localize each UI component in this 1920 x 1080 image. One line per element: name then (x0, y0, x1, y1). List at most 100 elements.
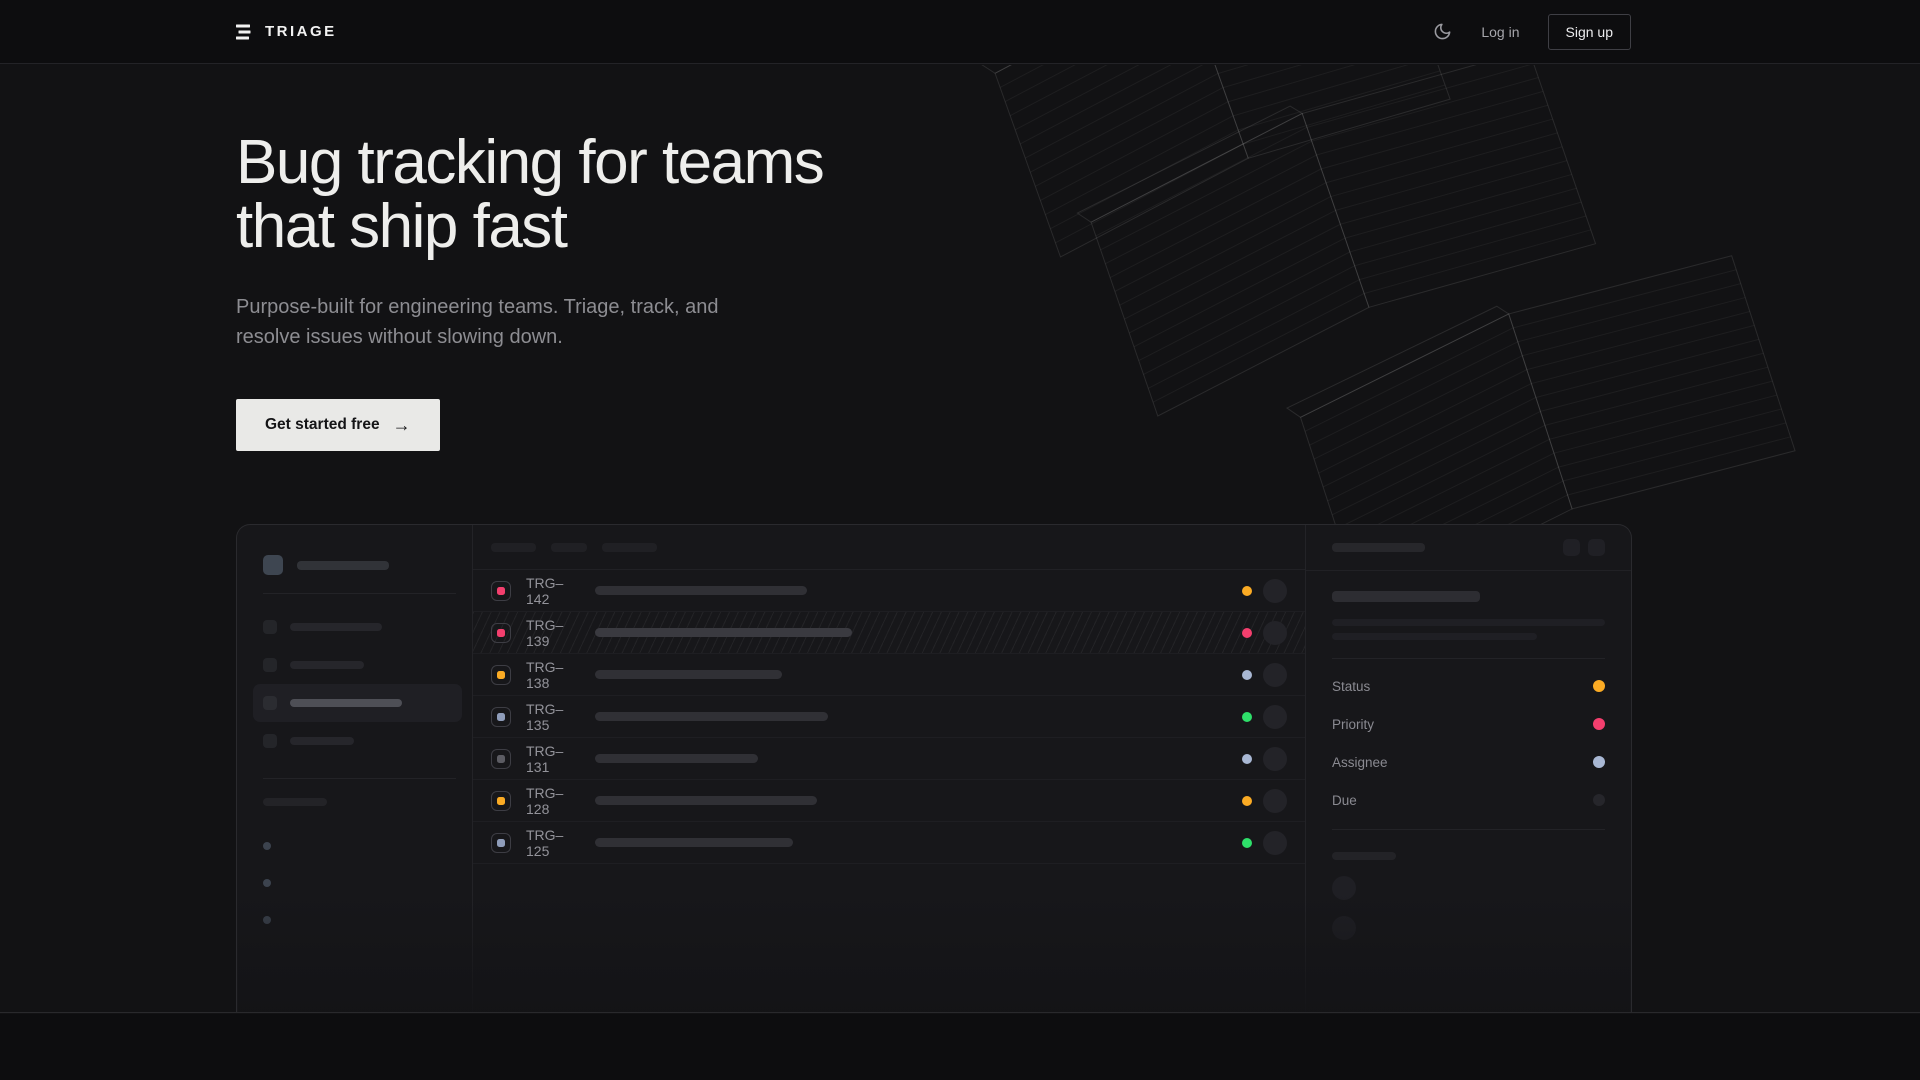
issue-id: TRG–125 (526, 827, 583, 859)
skeleton-bar (595, 628, 852, 637)
hero-subtext-line1: Purpose-built for engineering teams. Tri… (236, 296, 718, 318)
issue-type-dot (497, 755, 505, 763)
mockup-detail-panel: Status Priority Assignee Due (1306, 525, 1631, 1013)
avatar (1263, 663, 1287, 687)
workspace-avatar (263, 555, 283, 575)
detail-field-label: Priority (1332, 717, 1374, 732)
mockup-nav-item (253, 608, 462, 646)
issue-type-dot (497, 797, 505, 805)
issue-row-meta (1242, 705, 1287, 729)
skeleton-bar (595, 754, 758, 763)
issue-row: TRG–125 (473, 822, 1305, 864)
issue-row: TRG–139 (473, 612, 1305, 654)
mockup-list-header (473, 525, 1305, 570)
hero-section: Bug tracking for teams that ship fast Pu… (0, 65, 1920, 1013)
avatar (1263, 705, 1287, 729)
skeleton-bar (263, 798, 327, 806)
status-dot (1242, 754, 1252, 764)
detail-field-dot (1593, 794, 1605, 806)
detail-field-row: Priority (1332, 705, 1605, 743)
comment-avatar (1332, 876, 1356, 900)
status-dot (1242, 796, 1252, 806)
theme-toggle[interactable] (1431, 21, 1453, 43)
status-dot (1242, 586, 1252, 596)
signup-button[interactable]: Sign up (1548, 14, 1631, 50)
login-link[interactable]: Log in (1481, 24, 1519, 40)
skeleton-line (1332, 619, 1605, 626)
dot (263, 879, 271, 887)
page-title: Bug tracking for teams that ship fast (236, 131, 823, 259)
app-mockup-card: TRG–142 TRG–139 TRG–138 TRG–135 (236, 524, 1632, 1013)
divider (263, 778, 456, 779)
nav-item-icon (263, 620, 277, 634)
issue-type-icon (491, 833, 511, 853)
get-started-button[interactable]: Get started free → (236, 399, 440, 451)
top-nav: TRIAGE Log in Sign up (0, 0, 1920, 64)
mockup-issue-list-panel: TRG–142 TRG–139 TRG–138 TRG–135 (472, 525, 1306, 1013)
nav-item-icon (263, 734, 277, 748)
issue-row-meta (1242, 747, 1287, 771)
detail-field-dot (1593, 756, 1605, 768)
detail-field-dot (1593, 680, 1605, 692)
avatar (1263, 789, 1287, 813)
detail-field-row: Assignee (1332, 743, 1605, 781)
nav-container: TRIAGE Log in Sign up (236, 0, 1631, 63)
nav-item-icon (263, 696, 277, 710)
issue-type-icon (491, 623, 511, 643)
skeleton-bar (290, 661, 364, 669)
comment-avatar (1332, 916, 1356, 940)
skeleton-bar (290, 623, 382, 631)
nav-item-icon (263, 658, 277, 672)
mockup-nav-item-active (253, 684, 462, 722)
get-started-label: Get started free (265, 416, 380, 434)
issue-type-dot (497, 713, 505, 721)
skeleton-bar (1332, 852, 1396, 860)
issue-type-dot (497, 671, 505, 679)
issue-type-icon (491, 707, 511, 727)
issue-id: TRG–142 (526, 575, 583, 607)
issue-row: TRG–128 (473, 780, 1305, 822)
issue-row-meta (1242, 831, 1287, 855)
skeleton-bar (290, 699, 402, 707)
issue-list: TRG–142 TRG–139 TRG–138 TRG–135 (473, 570, 1305, 864)
issue-type-dot (497, 839, 505, 847)
issue-id: TRG–139 (526, 617, 583, 649)
issue-type-icon (491, 581, 511, 601)
mockup-nav-item (253, 646, 462, 684)
issue-row-meta (1242, 579, 1287, 603)
issue-id: TRG–135 (526, 701, 583, 733)
mockup-detail-header (1306, 525, 1631, 571)
detail-actions (1563, 539, 1605, 556)
issue-type-dot (497, 587, 505, 595)
divider (263, 593, 456, 594)
issue-id: TRG–128 (526, 785, 583, 817)
footer-strip (0, 1014, 1920, 1080)
skeleton-title (1332, 591, 1480, 602)
page-title-line1: Bug tracking for teams (236, 131, 823, 195)
mockup-nav (263, 608, 452, 760)
mockup-workspace-header (263, 555, 452, 575)
issue-row: TRG–142 (473, 570, 1305, 612)
skeleton-bar (595, 838, 793, 847)
detail-field-row: Status (1332, 667, 1605, 705)
issue-row: TRG–138 (473, 654, 1305, 696)
dot (263, 916, 271, 924)
logo-icon (236, 24, 254, 40)
logo[interactable]: TRIAGE (236, 23, 337, 40)
mockup-sidebar (237, 525, 472, 1013)
issue-type-icon (491, 749, 511, 769)
skeleton-line (1332, 633, 1537, 640)
status-dot (1242, 838, 1252, 848)
issue-type-dot (497, 629, 505, 637)
skeleton-bar (595, 712, 828, 721)
logo-text: TRIAGE (265, 23, 337, 40)
skeleton-bar (595, 670, 782, 679)
issue-id: TRG–131 (526, 743, 583, 775)
issue-type-icon (491, 665, 511, 685)
issue-row-meta (1242, 663, 1287, 687)
arrow-right-icon: → (393, 416, 411, 434)
skeleton-bar (1332, 543, 1425, 552)
status-dot (1242, 670, 1252, 680)
divider (1332, 658, 1605, 659)
avatar (1263, 747, 1287, 771)
